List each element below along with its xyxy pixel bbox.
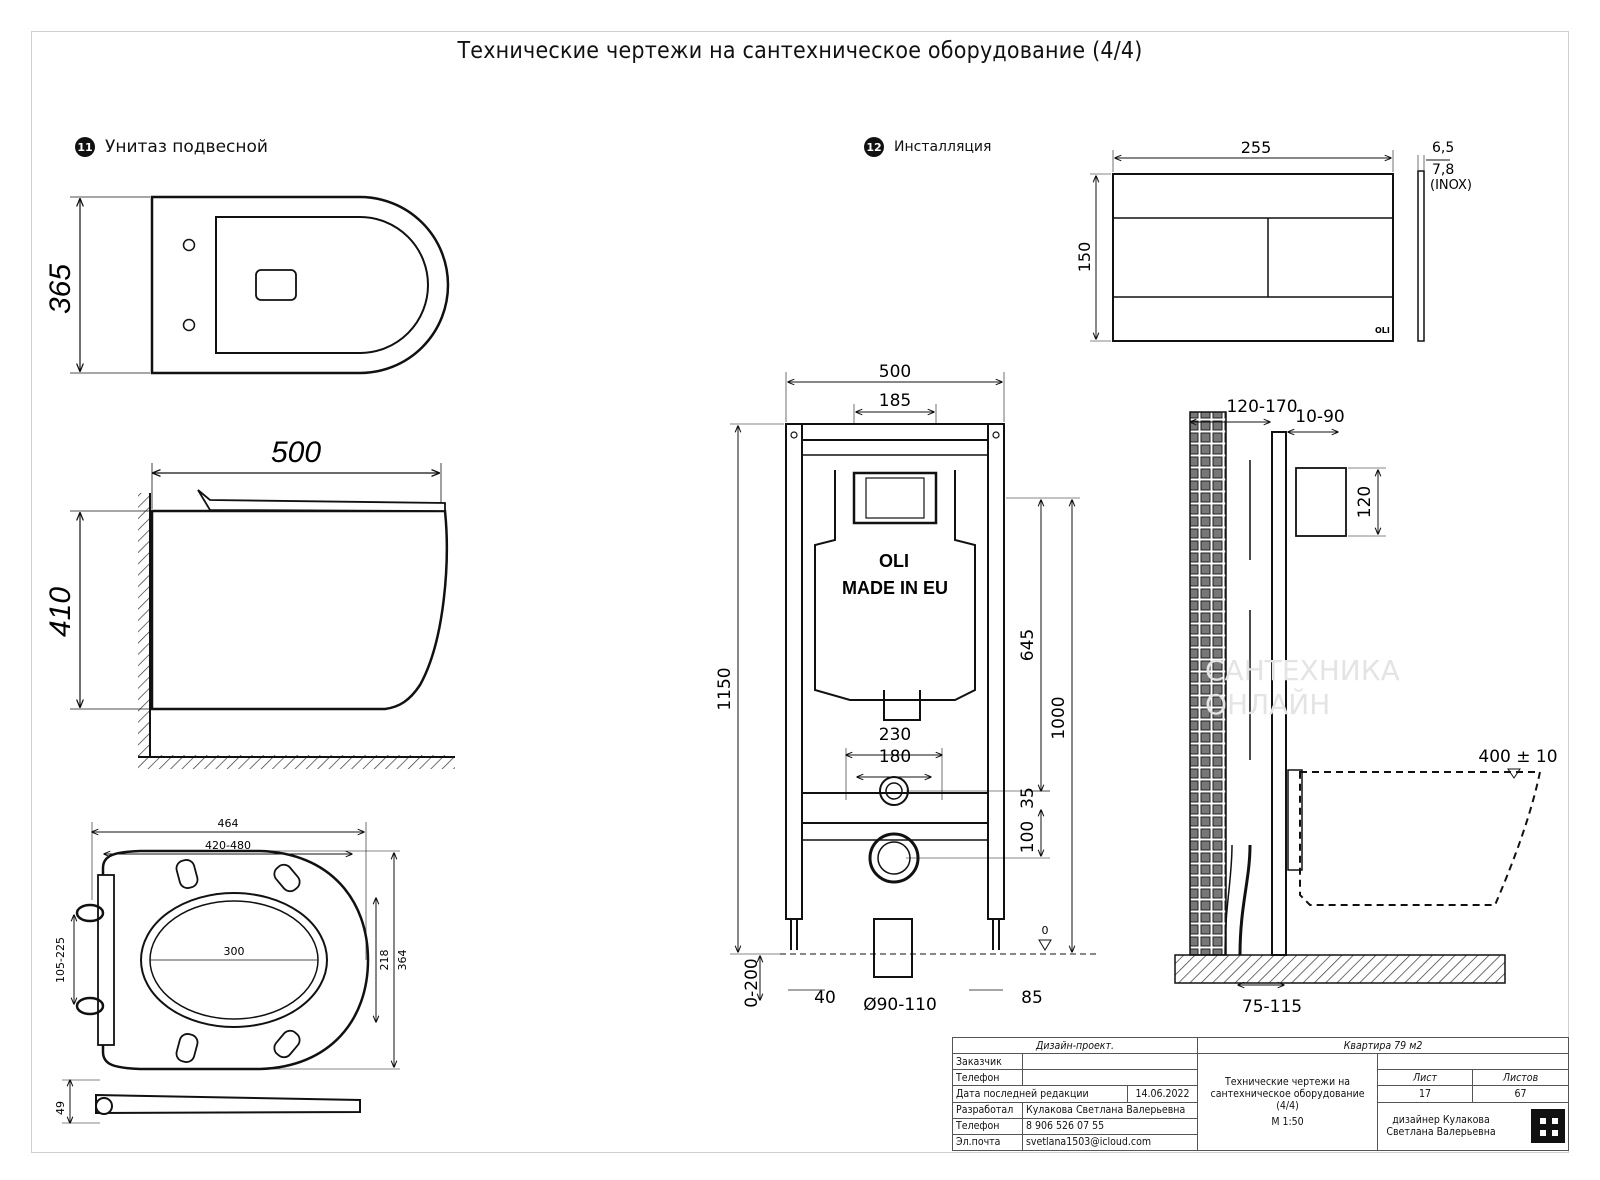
dim-300: 300 bbox=[224, 945, 245, 958]
stamp-sheet-value: 17 bbox=[1377, 1085, 1474, 1103]
seat-side-view bbox=[95, 1093, 361, 1115]
dim-120-side: 120 bbox=[1355, 486, 1375, 518]
section-12-number: 12 bbox=[864, 137, 884, 157]
section-12-header: 12 Инсталляция bbox=[864, 137, 991, 157]
dim-105-225: 105-225 bbox=[54, 937, 67, 983]
dim-49: 49 bbox=[54, 1101, 67, 1115]
dim-645: 645 bbox=[1018, 629, 1038, 661]
dim-7-8: 7,8 bbox=[1432, 162, 1454, 178]
dim-1150: 1150 bbox=[715, 667, 735, 710]
stamp-phone-value: 8 906 526 07 55 bbox=[1021, 1117, 1199, 1135]
dim-180: 180 bbox=[879, 747, 911, 767]
dim-75-115: 75-115 bbox=[1242, 997, 1302, 1017]
stamp-sheet-title: Технические чертежи на сантехническое об… bbox=[1210, 1076, 1365, 1113]
dim-410: 410 bbox=[44, 587, 77, 637]
watermark-line-2: ОНЛАЙН bbox=[1205, 687, 1330, 721]
dim-464: 464 bbox=[218, 817, 239, 830]
dim-230: 230 bbox=[879, 725, 911, 745]
dim-420-480: 420-480 bbox=[205, 839, 251, 852]
dim-85: 85 bbox=[1021, 988, 1043, 1008]
installation-side-section bbox=[1174, 411, 1542, 984]
stamp-sheet-label: Лист bbox=[1377, 1069, 1474, 1087]
dim-364: 364 bbox=[396, 950, 409, 971]
stamp-sheets-value: 67 bbox=[1472, 1085, 1570, 1103]
button-logo: OLI bbox=[1375, 326, 1390, 335]
stamp-developer-label: Разработал bbox=[952, 1101, 1023, 1119]
dim-120-170: 120-170 bbox=[1226, 397, 1297, 417]
toilet-top-view bbox=[150, 195, 450, 375]
stamp-object: Квартира 79 м2 bbox=[1197, 1036, 1570, 1055]
dim-1000: 1000 bbox=[1049, 696, 1069, 739]
stamp-email-value[interactable]: svetlana1503@icloud.com bbox=[1021, 1133, 1199, 1152]
dim-35: 35 bbox=[1018, 787, 1038, 809]
stamp-email-label: Эл.почта bbox=[952, 1133, 1023, 1152]
section-11-label: Унитаз подвесной bbox=[105, 137, 268, 157]
stamp-phone-label: Телефон bbox=[952, 1069, 1023, 1087]
zero-level: 0 bbox=[1042, 924, 1049, 937]
dim-255: 255 bbox=[1241, 138, 1272, 157]
stamp-date-value: 14.06.2022 bbox=[1126, 1085, 1199, 1103]
dim-0-200: 0-200 bbox=[742, 958, 762, 1007]
dim-100: 100 bbox=[1018, 821, 1038, 853]
dim-inox: (INOX) bbox=[1430, 178, 1472, 193]
stamp-sheet-title-cell: Технические чертежи на сантехническое об… bbox=[1197, 1053, 1379, 1151]
dim-500-toilet: 500 bbox=[271, 436, 321, 469]
dim-365: 365 bbox=[44, 264, 77, 314]
dim-185: 185 bbox=[879, 391, 911, 411]
frame-brand: OLI bbox=[879, 551, 909, 571]
flush-button-front bbox=[1112, 170, 1425, 342]
dim-150: 150 bbox=[1075, 242, 1094, 273]
stamp-designer: дизайнер Кулакова Светлана Валерьевна bbox=[1386, 1114, 1496, 1139]
page-title: Технические чертежи на сантехническое об… bbox=[457, 38, 1143, 64]
qr-code-icon bbox=[1531, 1109, 1566, 1144]
section-11-number: 11 bbox=[75, 137, 95, 157]
section-12-label: Инсталляция bbox=[894, 139, 992, 155]
drawing-sheet bbox=[31, 31, 1569, 1153]
stamp-customer-label: Заказчик bbox=[952, 1053, 1023, 1071]
dim-40: 40 bbox=[814, 988, 836, 1008]
title-block: Дизайн-проект. Квартира 79 м2 Заказчик Т… bbox=[951, 1036, 1570, 1152]
stamp-designer-cell: дизайнер Кулакова Светлана Валерьевна bbox=[1377, 1101, 1570, 1152]
dim-218: 218 bbox=[378, 950, 391, 971]
section-11-header: 11 Унитаз подвесной bbox=[75, 137, 268, 157]
dim-10-90: 10-90 bbox=[1295, 407, 1344, 427]
frame-made-in-eu: MADE IN EU bbox=[842, 578, 948, 598]
stamp-sheets-label: Листов bbox=[1472, 1069, 1570, 1087]
installation-frame-front bbox=[780, 423, 1100, 978]
stamp-developer-value: Кулакова Светлана Валерьевна bbox=[1021, 1101, 1199, 1119]
stamp-scale: М 1:50 bbox=[1271, 1116, 1304, 1129]
stamp-phone-label-2: Телефон bbox=[952, 1117, 1023, 1135]
dim-400: 400 ± 10 bbox=[1478, 747, 1557, 767]
stamp-project: Дизайн-проект. bbox=[951, 1036, 1199, 1055]
dim-500-frame: 500 bbox=[879, 362, 911, 382]
dim-6-5: 6,5 bbox=[1432, 140, 1454, 156]
watermark-line-1: САНТЕХНИКА bbox=[1205, 654, 1400, 687]
seat-top-view bbox=[75, 849, 370, 1071]
toilet-side-view bbox=[138, 489, 455, 769]
dim-pipe: Ø90-110 bbox=[863, 995, 937, 1015]
stamp-date-label: Дата последней редакции bbox=[952, 1085, 1128, 1103]
